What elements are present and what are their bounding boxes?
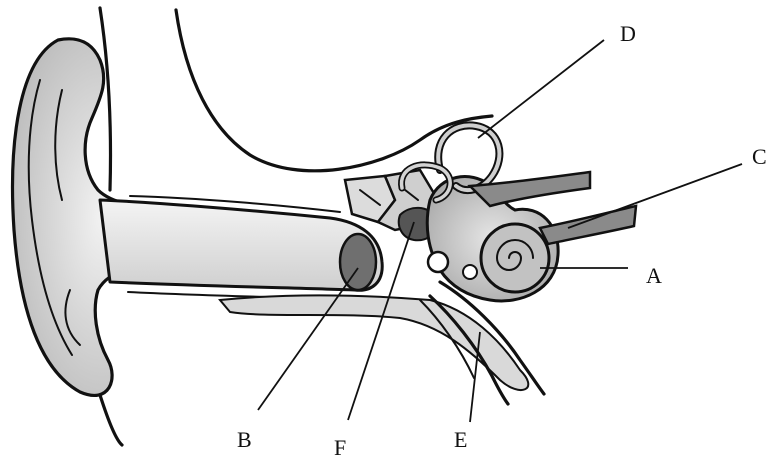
leader-c: [568, 164, 742, 228]
label-e: E: [454, 427, 467, 452]
label-d: D: [620, 21, 636, 46]
eardrum: [340, 234, 376, 290]
label-a: A: [646, 263, 662, 288]
label-b: B: [237, 427, 252, 452]
ear-canal: [100, 196, 382, 300]
label-f: F: [334, 435, 346, 460]
label-c: C: [752, 144, 767, 169]
leader-d: [478, 40, 604, 138]
